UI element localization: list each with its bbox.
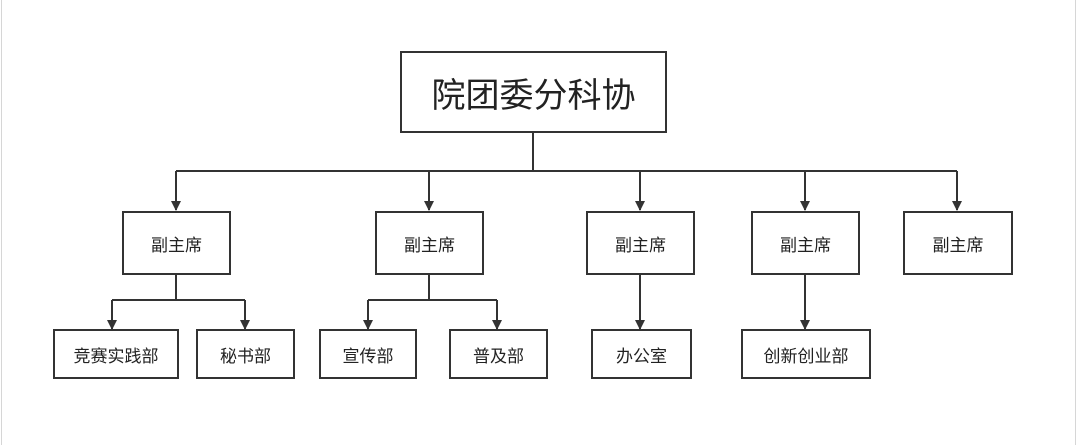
vice-president-node-1: 副主席 — [122, 211, 231, 275]
department-node-competition-practice: 竞赛实践部 — [53, 329, 179, 379]
department-node-publicity: 宣传部 — [319, 329, 417, 379]
vice-president-node-3: 副主席 — [586, 211, 695, 275]
department-node-innovation-entrepreneurship: 创新创业部 — [741, 329, 871, 379]
department-node-popularization: 普及部 — [449, 329, 548, 379]
department-label: 竞赛实践部 — [73, 346, 159, 367]
vice-president-label: 副主席 — [151, 235, 202, 256]
left-border — [1, 0, 2, 445]
vice-president-label: 副主席 — [615, 235, 666, 256]
vice-president-label: 副主席 — [780, 235, 831, 256]
vice-president-node-5: 副主席 — [903, 211, 1013, 275]
vice-president-label: 副主席 — [932, 235, 984, 256]
vice-president-node-2: 副主席 — [375, 211, 484, 275]
department-label: 宣传部 — [342, 346, 394, 367]
department-node-secretariat: 秘书部 — [196, 329, 295, 379]
vice-president-node-4: 副主席 — [751, 211, 860, 275]
root-node: 院团委分科协 — [400, 51, 667, 133]
root-node-label: 院团委分科协 — [431, 75, 636, 116]
department-label: 普及部 — [473, 346, 524, 367]
right-border — [1075, 0, 1076, 445]
department-label: 秘书部 — [220, 346, 271, 367]
vice-president-label: 副主席 — [404, 235, 455, 256]
department-label: 创新创业部 — [763, 346, 849, 367]
department-node-office: 办公室 — [591, 329, 692, 379]
department-label: 办公室 — [616, 346, 667, 367]
